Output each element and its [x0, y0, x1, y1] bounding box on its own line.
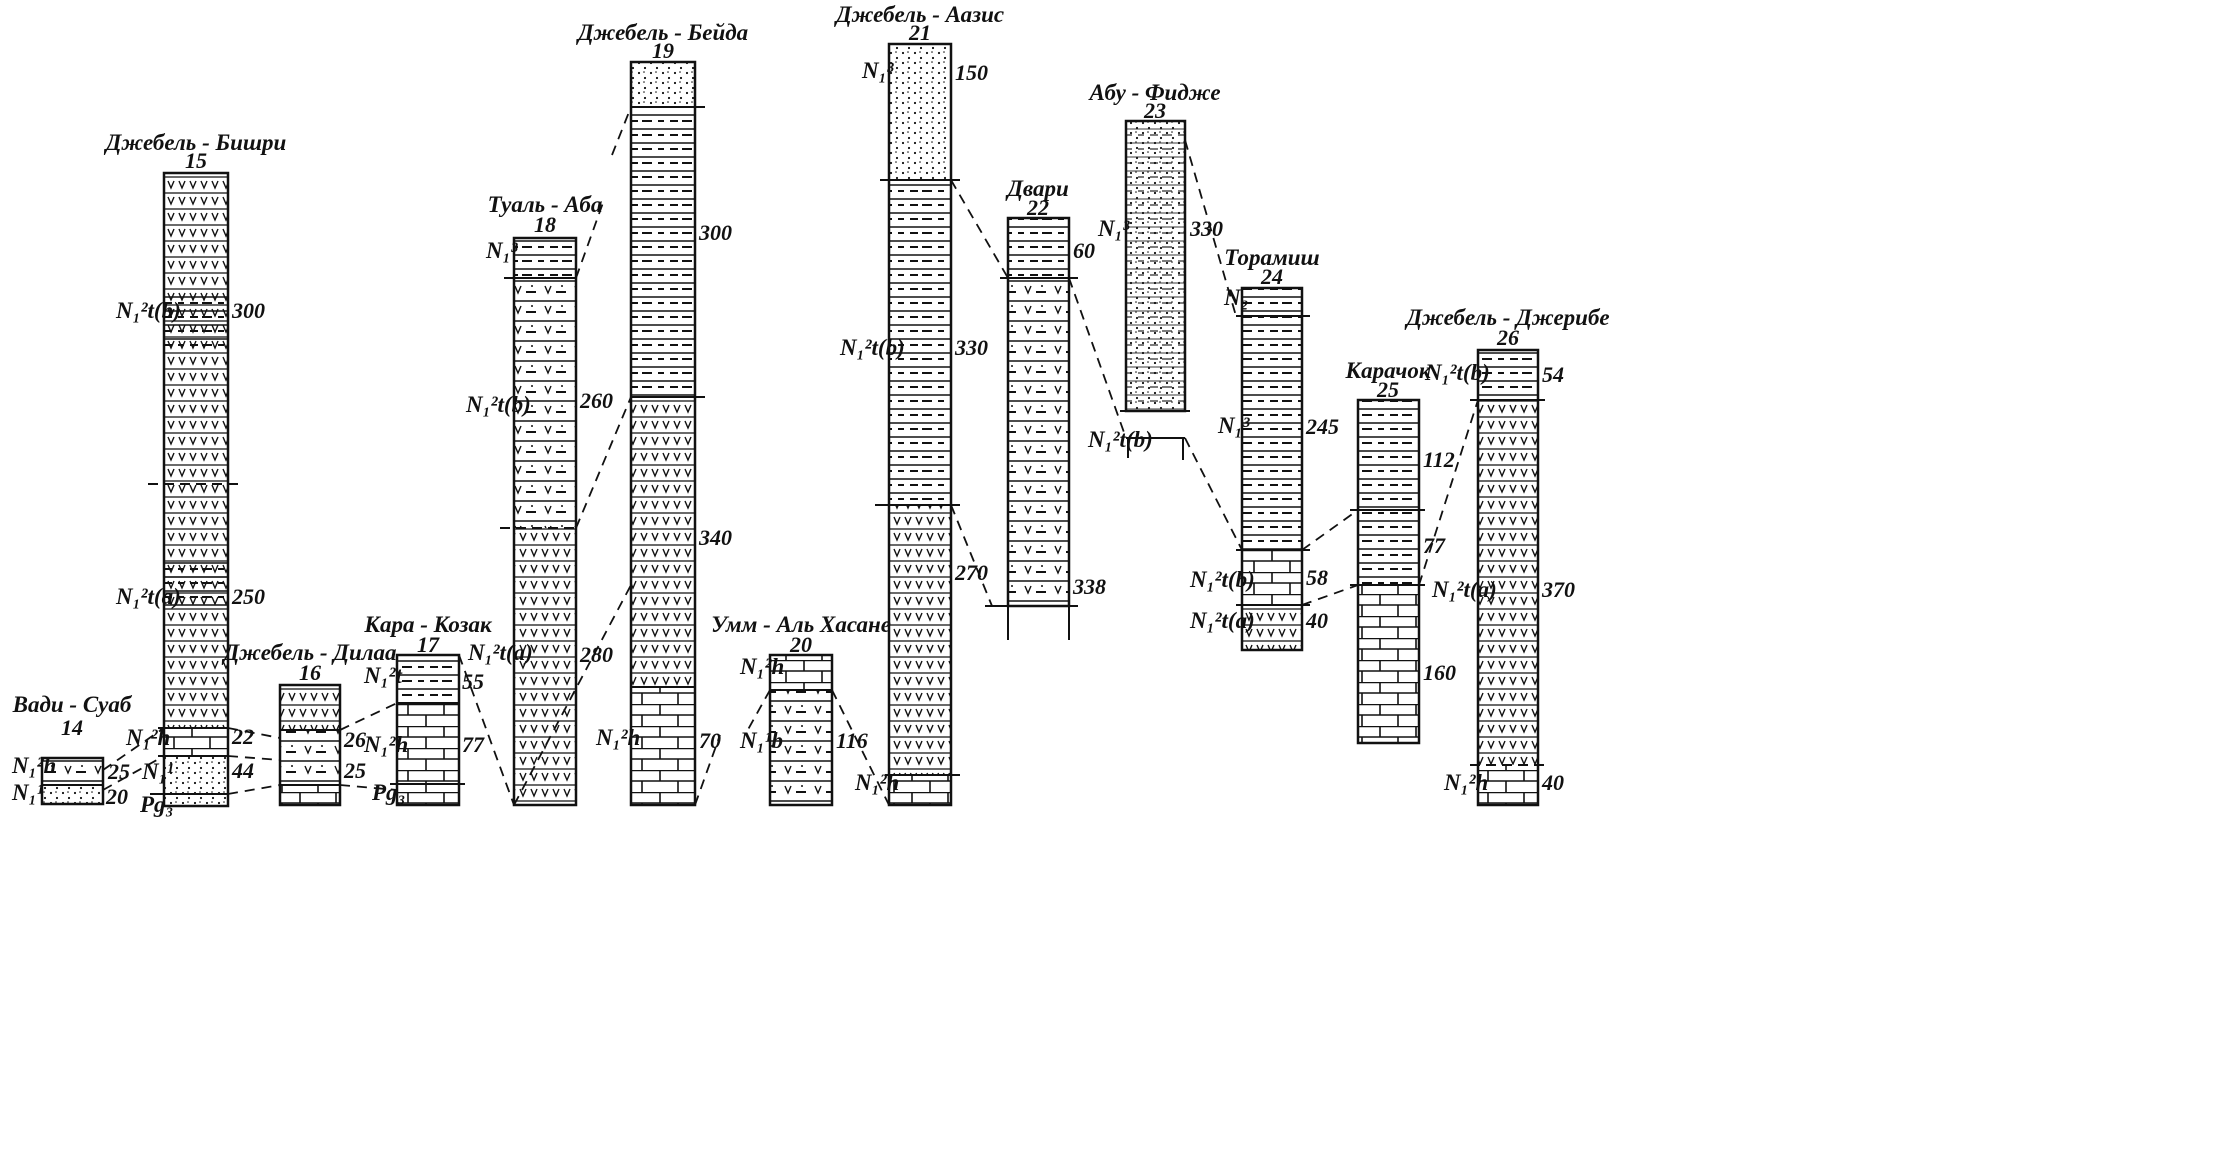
column-21-number: 21 [908, 20, 931, 45]
column-14-unit-0-thickness: 25 [107, 759, 130, 784]
column-17-section [397, 655, 459, 805]
column-17-unit-0-label: N₁²t [363, 663, 403, 688]
column-21-section [889, 44, 951, 805]
column-14-unit-0-label: N₁²h [11, 753, 56, 778]
column-19-unit-1-thickness: 340 [698, 525, 732, 550]
column-26-unit-1-label: N₁²t(a) [1431, 577, 1497, 602]
column-22-section [1008, 218, 1069, 640]
column-21-unit-0-label: N₁³ [861, 58, 895, 83]
column-15-unit-3-label: N₁¹ [141, 759, 174, 784]
column-25-section [1358, 400, 1419, 743]
column-19-number: 19 [652, 38, 674, 63]
column-19-section [631, 62, 695, 805]
column-15-unit-2-thickness: 22 [231, 724, 254, 749]
column-20-unit-1-thickness: 116 [836, 728, 868, 753]
unit-boundaries [42, 107, 1545, 794]
column-16-number: 16 [299, 660, 321, 685]
column-21-unit-1-label: N₁²t(b) [839, 335, 905, 360]
column-24-unit-1-label: N₁³ [1217, 413, 1251, 438]
column-24-section [1242, 288, 1302, 650]
column-17-unit-0-thickness: 55 [462, 669, 484, 694]
column-18-number: 18 [534, 212, 556, 237]
column-21-unit-2-thickness: 270 [954, 560, 988, 585]
column-15-unit-0-thickness: 300 [231, 298, 265, 323]
column-20-number: 20 [789, 632, 812, 657]
column-26-unit-0-label: N₁²t(b) [1424, 360, 1490, 385]
column-24-number: 24 [1260, 264, 1283, 289]
column-26-unit-1-thickness: 370 [1541, 577, 1575, 602]
column-26-unit-2-label: N₁²h [1443, 770, 1488, 795]
column-25-number: 25 [1376, 377, 1399, 402]
column-24-unit-2-label: N₁²t(b) [1189, 567, 1255, 592]
column-25-unit-1-thickness: 77 [1423, 533, 1446, 558]
column-14-unit-1-thickness: 20 [105, 784, 128, 809]
column-22-unit-1-thickness: 338 [1072, 574, 1106, 599]
column-19-unit-2-thickness: 70 [699, 728, 721, 753]
column-14-unit-1-label: N₁¹ [11, 780, 44, 805]
column-19-unit-0-thickness: 300 [698, 220, 732, 245]
column-18-unit-1-thickness: 260 [579, 388, 613, 413]
column-18-unit-2-thickness: 280 [579, 642, 613, 667]
column-17-number: 17 [417, 632, 440, 657]
column-16-section [280, 685, 340, 805]
column-25-unit-2-thickness: 160 [1423, 660, 1456, 685]
column-25-unit-0-thickness: 112 [1423, 447, 1455, 472]
column-26-unit-0-thickness: 54 [1542, 362, 1564, 387]
column-15-number: 15 [185, 148, 207, 173]
column-21-unit-1-thickness: 330 [954, 335, 988, 360]
column-15-unit-2-label: N₁²h [125, 725, 170, 750]
column-19-unit-2-label: N₁²h [595, 725, 640, 750]
column-23-unit-0-thickness: 330 [1189, 216, 1223, 241]
column-21-unit-3-label: N₁²h [854, 770, 899, 795]
column-18-unit-1-label: N₁²t(b) [465, 392, 531, 417]
column-17-unit-1-label: N₁²h [363, 732, 408, 757]
column-18-unit-0-label: N₁³ [485, 238, 519, 263]
column-14-number: 14 [61, 715, 83, 740]
column-23-section [1126, 121, 1185, 460]
column-15-unit-1-label: N₁²t(a) [115, 584, 181, 609]
column-23-unit-1-label: N₁²t(b) [1087, 427, 1153, 452]
column-24-unit-3-thickness: 40 [1305, 608, 1328, 633]
column-18-unit-2-label: N₁²t(a) [467, 640, 533, 665]
column-24-unit-0-label: N₂ [1223, 285, 1249, 310]
column-15-unit-3-thickness: 44 [231, 758, 254, 783]
column-17-base-label: Pg₃ [371, 780, 406, 805]
column-14-name: Вади - Суаб [12, 692, 133, 717]
column-22-number: 22 [1026, 195, 1049, 220]
column-16-unit-1-thickness: 25 [343, 758, 366, 783]
column-22-unit-0-thickness: 60 [1073, 238, 1095, 263]
column-15-base-label: Pg₃ [139, 792, 174, 817]
column-24-unit-1-thickness: 245 [1305, 414, 1339, 439]
column-16-unit-0-thickness: 26 [343, 727, 366, 752]
column-15-unit-0-label: N₁²t(b) [115, 298, 181, 323]
column-15-unit-1-thickness: 250 [231, 584, 265, 609]
column-26-number: 26 [1496, 325, 1519, 350]
column-17-unit-1-thickness: 77 [462, 732, 485, 757]
column-23-number: 23 [1143, 98, 1166, 123]
column-18-section [514, 238, 576, 805]
column-24-unit-2-thickness: 58 [1306, 565, 1328, 590]
column-23-unit-0-label: N₁³ [1097, 216, 1131, 241]
column-21-unit-0-thickness: 150 [955, 60, 988, 85]
column-20-unit-1-label: N₁¹b [739, 728, 783, 753]
column-15-section [164, 173, 228, 806]
column-24-unit-3-label: N₁²t(a) [1189, 608, 1255, 633]
column-20-unit-0-label: N₁²h [739, 654, 784, 679]
column-26-unit-2-thickness: 40 [1541, 770, 1564, 795]
